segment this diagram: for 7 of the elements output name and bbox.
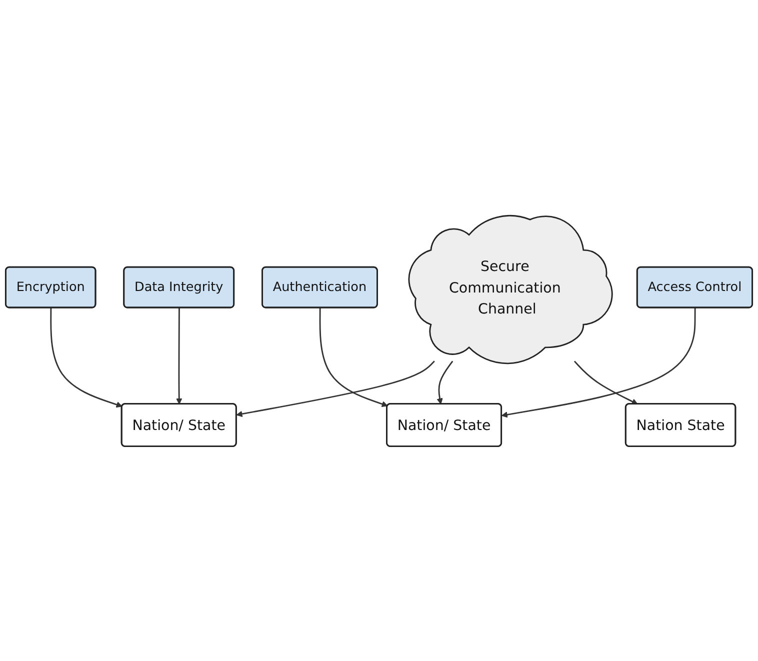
arrow bbox=[236, 360, 435, 417]
arrow bbox=[574, 360, 638, 404]
arrow bbox=[319, 307, 388, 407]
arrow bbox=[501, 307, 696, 418]
arrow bbox=[176, 307, 182, 404]
arrow bbox=[436, 360, 454, 404]
arrow bbox=[50, 307, 122, 408]
